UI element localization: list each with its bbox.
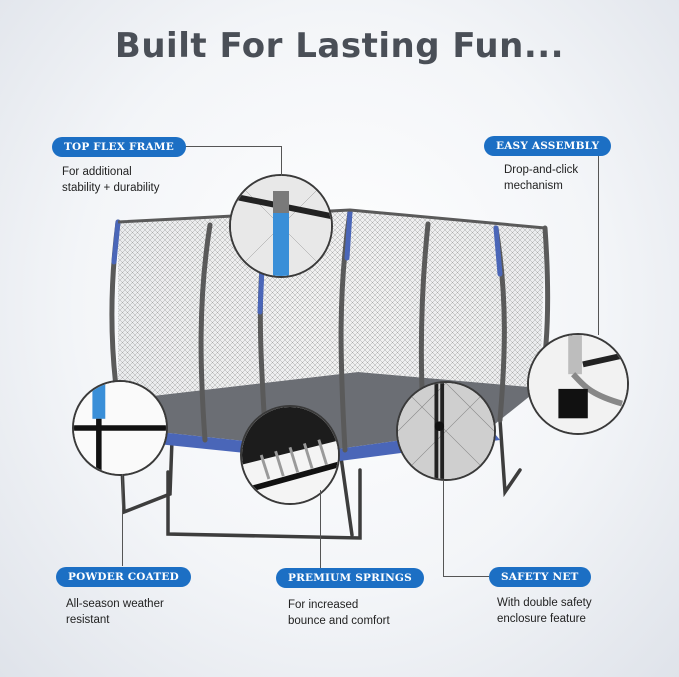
powder-coated-inset (72, 380, 168, 476)
premium-springs-badge: PREMIUM SPRINGS (276, 568, 424, 588)
safety-net-badge: SAFETY NET (489, 567, 591, 587)
powder-coated-desc: All-season weather resistant (66, 598, 164, 626)
safety-net-inset (396, 381, 496, 481)
connector-safety-v (443, 480, 444, 576)
safety-net-desc: With double safety enclosure feature (497, 597, 592, 625)
top-flex-frame-desc: For additional stability + durability (62, 166, 160, 194)
connector-assembly-v (598, 155, 599, 335)
connector-powder-v (122, 474, 123, 566)
connector-springs-v (320, 490, 321, 568)
assembly-inset (527, 333, 629, 435)
powder-coated-badge: POWDER COATED (56, 567, 191, 587)
premium-springs-desc: For increased bounce and comfort (288, 599, 390, 627)
connector-top-frame-h (170, 146, 282, 147)
connector-top-frame-v (281, 146, 282, 176)
easy-assembly-badge: EASY ASSEMBLY (484, 136, 612, 156)
page-title: Built For Lasting Fun... (114, 26, 565, 66)
top-frame-inset (229, 174, 333, 278)
top-flex-frame-badge: TOP FLEX FRAME (52, 137, 186, 157)
easy-assembly-desc: Drop-and-click mechanism (504, 164, 579, 192)
springs-inset (240, 405, 340, 505)
enclosure-net (118, 210, 545, 400)
connector-safety-h (443, 576, 489, 577)
